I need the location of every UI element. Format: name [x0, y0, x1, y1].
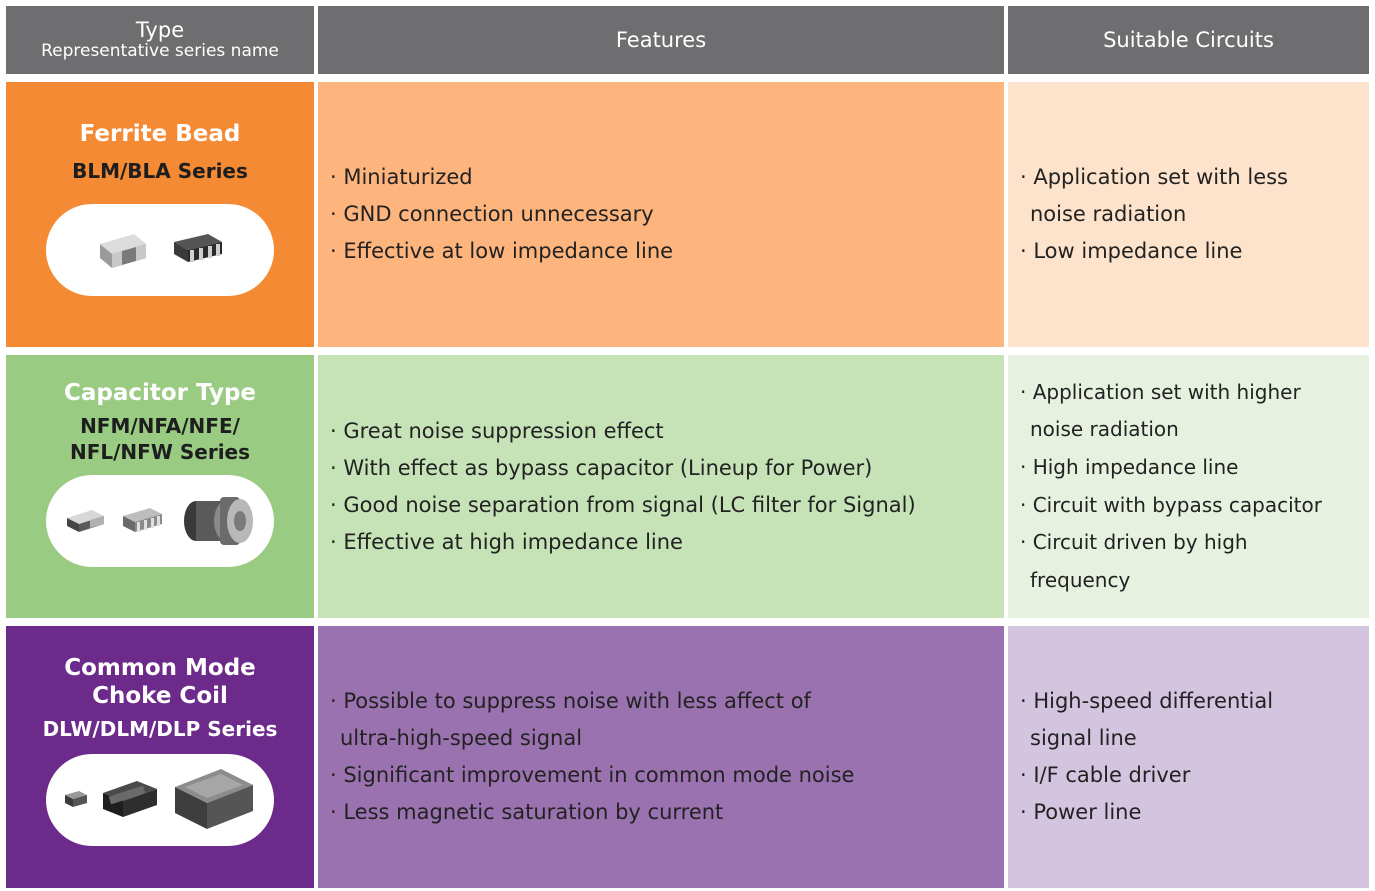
circuit-item: · Circuit with bypass capacitor [1020, 492, 1322, 517]
type-name-line1: Common Mode [64, 655, 256, 681]
circuit-item: · High impedance line [1020, 454, 1239, 479]
chip-bead-icon [94, 226, 152, 274]
circuit-item: noise radiation [1030, 202, 1187, 226]
header-circuits-label: Suitable Circuits [1103, 28, 1274, 52]
circuit-item: · Application set with less [1020, 165, 1288, 189]
circuit-item: · I/F cable driver [1020, 763, 1191, 787]
wire-wound-coil-icon [99, 775, 161, 825]
features-cell-capacitor-type: · Great noise suppression effect · With … [318, 355, 1004, 618]
features-cell-ferrite-bead: · Miniaturized · GND connection unnecess… [318, 82, 1004, 347]
bead-array-icon [170, 228, 226, 272]
product-image-pill [46, 475, 274, 567]
type-cell-common-mode-choke-coil: Common Mode Choke Coil DLW/DLM/DLP Serie… [6, 626, 314, 888]
circuit-item: frequency [1030, 567, 1131, 592]
series-name: DLW/DLM/DLP Series [42, 717, 278, 741]
feature-item: · GND connection unnecessary [330, 202, 654, 226]
feature-item: ultra-high-speed signal [340, 726, 583, 750]
series-name-line2: NFL/NFW Series [69, 440, 251, 464]
type-name: Capacitor Type [63, 380, 257, 406]
chip-coil-icon [63, 787, 89, 813]
header-circuits-cell: Suitable Circuits [1008, 6, 1369, 74]
circuit-item: · Low impedance line [1020, 239, 1243, 263]
circuits-cell-capacitor-type: · Application set with higher noise radi… [1008, 355, 1369, 618]
circuits-cell-common-mode-choke-coil: · High-speed differential signal line · … [1008, 626, 1369, 888]
series-name-line1: NFM/NFA/NFE/ [80, 414, 240, 438]
circuit-item: signal line [1030, 726, 1137, 750]
type-cell-ferrite-bead: Ferrite Bead BLM/BLA Series [6, 82, 314, 347]
header-type-label: Type [135, 18, 185, 42]
cylindrical-filter-icon [176, 487, 256, 555]
series-name: BLM/BLA Series [72, 159, 248, 183]
feature-item: · Possible to suppress noise with less a… [330, 689, 811, 713]
circuit-item: · Circuit driven by high [1020, 530, 1248, 555]
product-image-pill [46, 204, 274, 296]
filter-array-icon [120, 502, 164, 540]
feature-item: · Less magnetic saturation by current [330, 800, 724, 824]
type-name-line2: Choke Coil [92, 683, 228, 709]
circuit-item: · High-speed differential [1020, 689, 1274, 713]
header-features-cell: Features [318, 6, 1004, 74]
header-type-cell: Type Representative series name [6, 6, 314, 74]
circuits-cell-ferrite-bead: · Application set with less noise radiat… [1008, 82, 1369, 347]
feature-item: · Great noise suppression effect [330, 418, 664, 443]
header-type-sublabel: Representative series name [41, 41, 279, 61]
circuit-item: · Application set with higher [1020, 379, 1301, 404]
feature-item: · Effective at high impedance line [330, 529, 683, 554]
feature-item: · Miniaturized [330, 165, 473, 189]
circuit-item: noise radiation [1030, 417, 1179, 442]
type-cell-capacitor-type: Capacitor Type NFM/NFA/NFE/ NFL/NFW Seri… [6, 355, 314, 618]
feature-item: · Effective at low impedance line [330, 239, 674, 263]
feature-item: · Significant improvement in common mode… [330, 763, 855, 787]
power-choke-icon [171, 763, 257, 837]
product-image-pill [46, 754, 274, 846]
chip-filter-icon [64, 504, 108, 538]
feature-item: · Good noise separation from signal (LC … [330, 492, 916, 517]
circuit-item: · Power line [1020, 800, 1142, 824]
features-cell-common-mode-choke-coil: · Possible to suppress noise with less a… [318, 626, 1004, 888]
feature-item: · With effect as bypass capacitor (Lineu… [330, 455, 873, 480]
type-name: Ferrite Bead [79, 121, 241, 147]
header-features-label: Features [615, 28, 707, 52]
